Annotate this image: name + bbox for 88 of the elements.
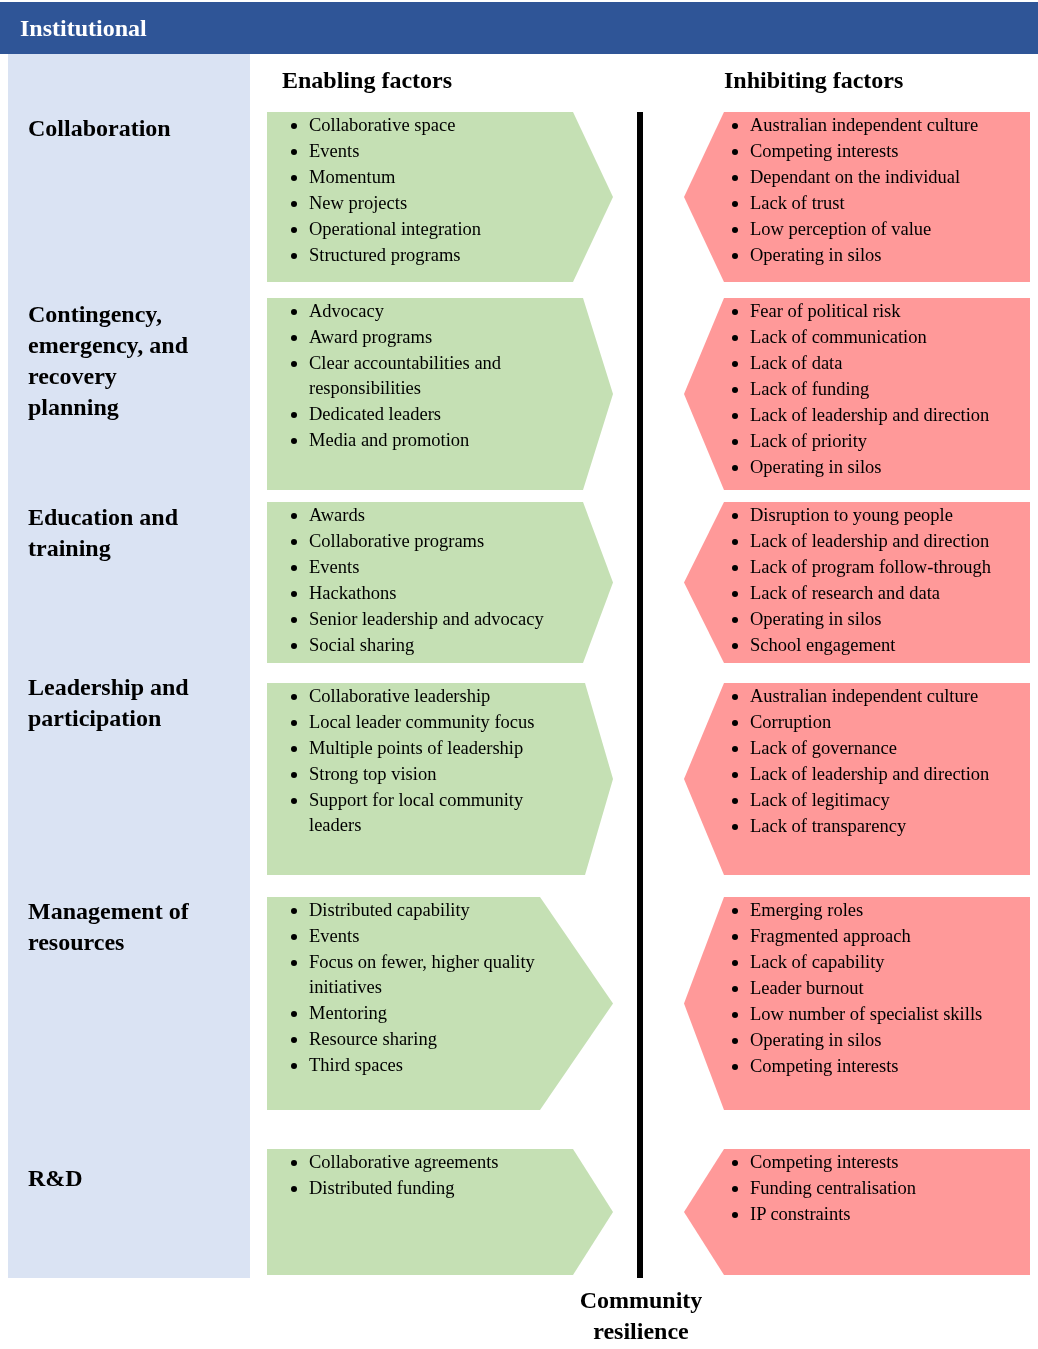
bullet-item: New projects [309,192,408,215]
bullet-item: Australian independent culture [750,114,979,137]
bullet-item: Support for local community leaders [309,789,525,837]
category-heading: Leadership and participation [28,673,190,733]
bullet-item: Emerging roles [750,899,864,922]
bullet-item: Low perception of value [750,218,932,241]
bullet-item: Events [309,556,360,579]
enabling-factors-panel [267,897,613,1110]
bullet-item: Lack of data [750,352,843,375]
header-title: Institutional [20,14,147,43]
axis-label: Community resilience [578,1286,704,1346]
bullet-item: Collaborative leadership [309,685,491,708]
bullet-item: Operating in silos [750,244,882,267]
bullet-item: Funding centralisation [750,1177,916,1200]
bullet-item: Lack of leadership and direction [750,763,990,786]
bullet-item: Senior leadership and advocacy [309,608,544,631]
bullet-item: Fear of political risk [750,300,901,323]
bullet-item: Lack of capability [750,951,885,974]
bullet-item: Lack of legitimacy [750,789,890,812]
column-heading: Enabling factors [282,66,452,95]
bullet-item: Operational integration [309,218,482,241]
bullet-item: Media and promotion [309,429,470,452]
bullet-item: Collaborative agreements [309,1151,499,1174]
bullet-item: Third spaces [309,1054,403,1077]
category-heading: Education and training [28,503,180,563]
bullet-item: Hackathons [309,582,397,605]
bullet-item: Operating in silos [750,456,882,479]
bullet-item: Lack of governance [750,737,897,760]
bullet-item: Leader burnout [750,977,864,1000]
bullet-item: Competing interests [750,1055,899,1078]
bullet-item: School engagement [750,634,896,657]
column-heading: Inhibiting factors [724,66,904,95]
inhibiting-factors-panel [684,112,1030,282]
enabling-factors-panel [267,298,613,490]
inhibiting-factors-panel [684,502,1030,663]
category-heading: R&D [28,1164,84,1193]
bullet-item: Lack of transparency [750,815,907,838]
bullet-item: Strong top vision [309,763,437,786]
bullet-item: Operating in silos [750,1029,882,1052]
category-heading: Contingency, emergency, and recovery planning [28,300,189,422]
bullet-item: Collaborative programs [309,530,485,553]
bullet-item: Operating in silos [750,608,882,631]
category-heading: Management of resources [28,897,190,957]
enabling-factors-panel [267,1149,613,1275]
bullet-item: Distributed capability [309,899,470,922]
bullet-item: Competing interests [750,1151,899,1174]
bullet-item: Lack of leadership and direction [750,530,990,553]
bullet-item: Lack of research and data [750,582,941,605]
bullet-item: Collaborative space [309,114,456,137]
bullet-item: Momentum [309,166,396,189]
header-band [0,2,1038,54]
inhibiting-factors-panel [684,897,1030,1110]
bullet-item: Resource sharing [309,1028,437,1051]
bullet-item: Competing interests [750,140,899,163]
bullet-item: Award programs [309,326,433,349]
bullet-item: Distributed funding [309,1177,455,1200]
bullet-item: Social sharing [309,634,415,657]
bullet-item: Fragmented approach [750,925,911,948]
bullet-item: Australian independent culture [750,685,979,708]
bullet-item: Local leader community focus [309,711,535,734]
enabling-factors-panel [267,502,613,663]
bullet-item: Dependant on the individual [750,166,961,189]
bullet-item: Multiple points of leadership [309,737,524,760]
inhibiting-factors-panel [684,683,1030,875]
bullet-item: Awards [309,504,365,527]
inhibiting-factors-panel [684,298,1030,490]
bullet-item: Events [309,925,360,948]
enabling-factors-panel [267,112,613,282]
bullet-item: Focus on fewer, higher quality initiatives [309,951,536,999]
bullet-item: Disruption to young people [750,504,953,527]
bullet-item: Dedicated leaders [309,403,441,426]
category-heading: Collaboration [28,114,172,143]
bullet-item: Corruption [750,711,832,734]
inhibiting-factors-panel [684,1149,1030,1275]
bullet-item: Clear accountabilities and responsibilities [309,352,503,400]
bullet-item: Mentoring [309,1002,388,1025]
bullet-item: Structured programs [309,244,461,267]
bullet-item: Low number of specialist skills [750,1003,983,1026]
bullet-item: Lack of funding [750,378,870,401]
enabling-factors-panel [267,683,613,875]
bullet-item: Lack of priority [750,430,868,453]
bullet-item: Lack of communication [750,326,927,349]
bullet-item: Lack of leadership and direction [750,404,990,427]
bullet-item: Advocacy [309,300,384,323]
bullet-item: Lack of program follow-through [750,556,991,579]
bullet-item: IP constraints [750,1203,851,1226]
bullet-item: Events [309,140,360,163]
bullet-item: Lack of trust [750,192,845,215]
